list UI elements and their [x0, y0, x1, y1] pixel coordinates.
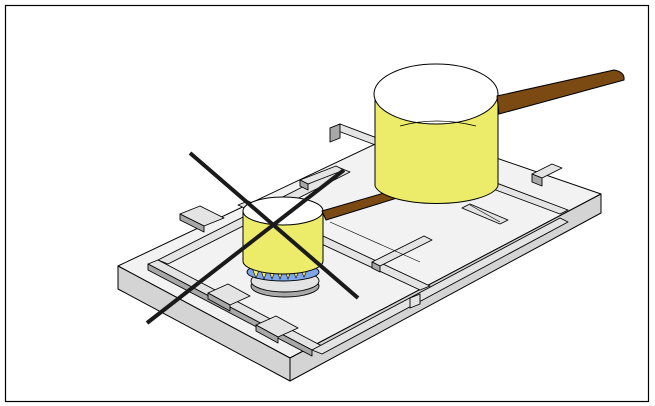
- grate-pad-edge: [207, 292, 231, 312]
- large-pan-body: [374, 93, 499, 204]
- grate-bar: [311, 217, 569, 355]
- grate-pad-edge: [531, 173, 543, 187]
- grate-pad: [409, 293, 421, 309]
- frame-border: [4, 4, 650, 403]
- saucepan-icon: [373, 63, 625, 204]
- large-saucepan: [373, 63, 625, 204]
- grate-pad: [461, 203, 509, 225]
- large-pan-handle: [496, 69, 625, 115]
- grate-inner-line: [469, 204, 501, 223]
- grate-pad-edge: [255, 324, 279, 344]
- large-pan-rim: [373, 63, 499, 125]
- grate-bar-edge: [329, 123, 341, 143]
- grate-pad-edge: [299, 179, 309, 191]
- grate-pad-edge: [179, 213, 205, 233]
- large-pan-inner-line: [399, 120, 477, 127]
- small-pan-body: [242, 210, 324, 275]
- grate-inner-line: [329, 221, 421, 263]
- grate-pad-edge: [371, 261, 381, 273]
- cross-line-2: [145, 168, 346, 325]
- cross-out-icon: [145, 151, 360, 325]
